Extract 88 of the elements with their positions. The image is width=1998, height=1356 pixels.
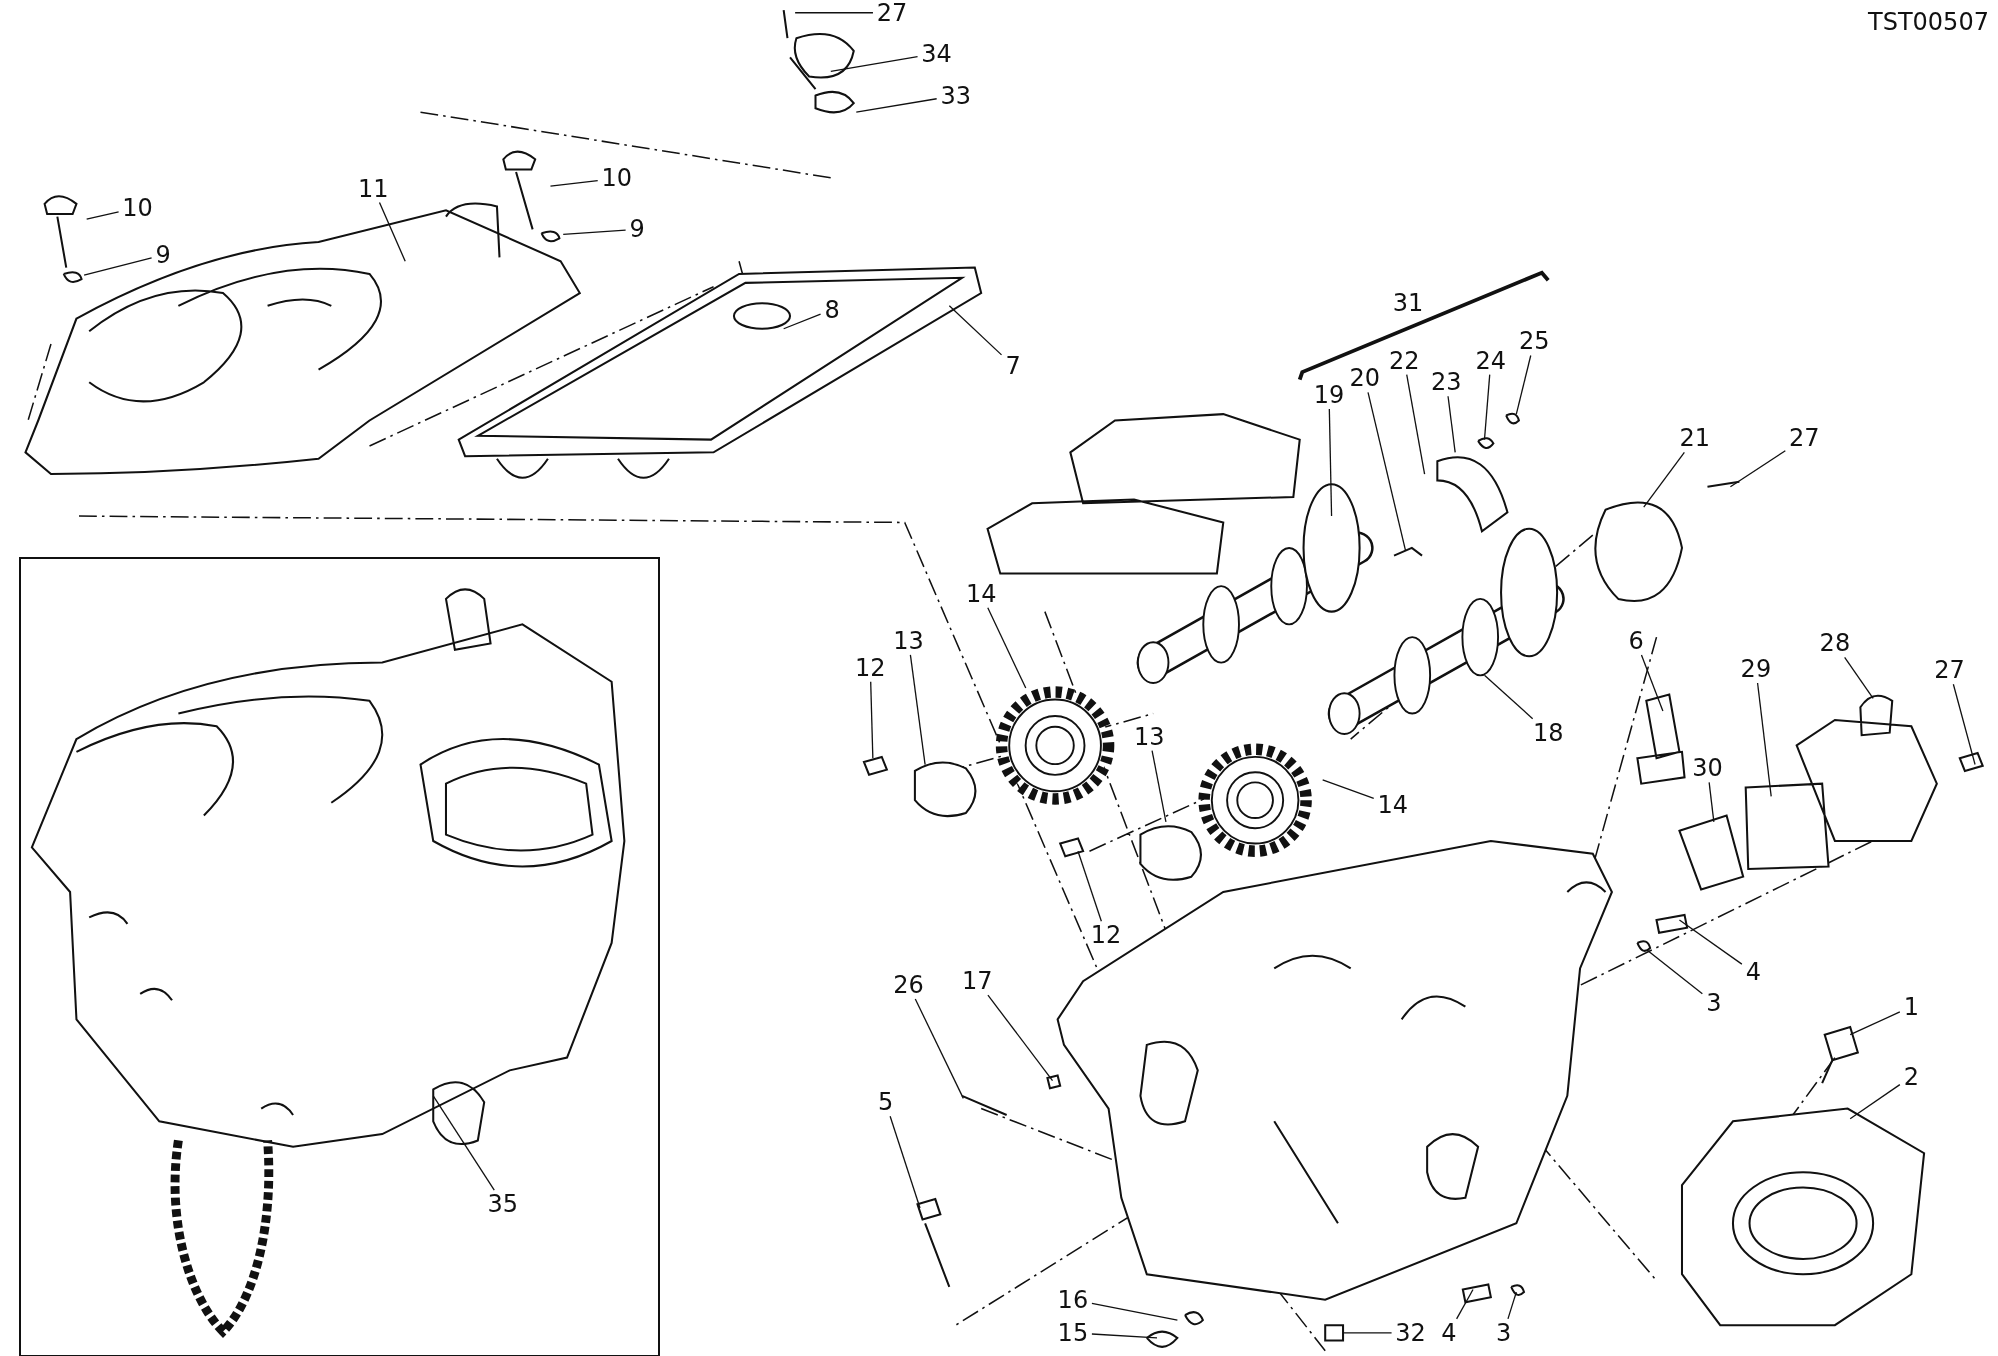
callout-number: 10 [597,164,636,193]
callout-number: 10 [118,193,157,222]
callout-number: 7 [1001,351,1025,380]
leader-line [1328,408,1333,517]
callout-number: 26 [889,970,928,999]
leader-line [1849,1011,1901,1036]
leader-line [783,313,822,330]
callout-number: 15 [1053,1318,1092,1347]
callout-number: 18 [1529,718,1568,747]
leader-line [1077,850,1102,922]
callout-number: 12 [851,653,890,682]
leader-line [432,1095,495,1191]
leader-line [1849,1084,1901,1120]
leader-line [914,998,964,1100]
callout-number: 2 [1899,1062,1923,1091]
leader-line [948,305,1003,356]
leader-line [1447,395,1456,453]
callout-number: 17 [958,967,997,996]
leader-line [83,257,153,276]
leader-line [1756,682,1772,798]
callout-number: 3 [1702,988,1726,1017]
callout-number: 8 [820,295,844,324]
leader-line [1456,1288,1474,1320]
leader-line [1483,373,1491,441]
drawing-code: TST00507 [1868,7,1989,36]
callout-number: 29 [1736,654,1775,683]
leader-line [1367,391,1407,552]
leader-line [549,179,599,187]
leader-line [987,607,1027,689]
callout-number: 4 [1741,958,1765,987]
callout-number: 9 [151,240,175,269]
leader-line [1515,354,1532,415]
callout-number: 5 [874,1088,898,1117]
callout-number: 11 [354,174,393,203]
leader-line [1708,781,1715,823]
callout-number: 6 [1624,626,1648,655]
leader-line [1342,1332,1393,1334]
leader-line [378,201,406,262]
leader-line [1640,654,1664,712]
leader-line [1151,749,1167,823]
callout-number: 31 [1392,289,1424,318]
leader-line [1678,919,1743,965]
leader-line [1646,949,1703,995]
callout-number: 27 [872,0,911,27]
callout-number: 3 [1492,1318,1516,1347]
callout-number: 21 [1675,424,1714,453]
leader-line [86,211,120,220]
leader-line [909,654,926,766]
leader-line [830,56,919,72]
callout-number: 12 [1087,921,1126,950]
callout-number: 33 [936,81,975,110]
leader-line [794,12,874,14]
leader-line [1091,1302,1179,1321]
callout-number: 27 [1930,656,1969,685]
callout-number: 16 [1053,1285,1092,1314]
callout-number: 1 [1899,992,1923,1021]
callout-number: 13 [889,626,928,655]
callout-number: 24 [1471,346,1510,375]
callout-number: 14 [962,579,1001,608]
leader-line [870,681,874,759]
callout-number: 28 [1815,629,1854,658]
leader-line [855,98,938,113]
leader-line [1952,683,1976,766]
callout-number: 25 [1515,327,1554,356]
leader-line [1483,674,1534,720]
callout-number: 35 [483,1189,522,1218]
callout-number: 23 [1427,368,1466,397]
leader-line [1322,779,1375,800]
leader-line [987,994,1054,1082]
callout-number: 30 [1688,754,1727,783]
callout-number: 13 [1130,722,1169,751]
callout-number: 34 [917,39,956,68]
callout-number: 27 [1785,424,1824,453]
callout-number: 32 [1391,1318,1430,1347]
callout-number: 19 [1310,381,1348,409]
leader-line [1507,1291,1517,1320]
callout-number: 4 [1437,1318,1461,1347]
leader-line [1844,656,1874,699]
leader-line [562,229,627,236]
leader-line [1729,450,1786,488]
callout-number: 14 [1373,791,1412,820]
leader-line [889,1115,921,1209]
callout-number: 9 [625,215,649,244]
callout-number: 22 [1385,346,1424,375]
leader-line [1406,373,1426,475]
leader-line [1091,1333,1158,1339]
leader-line [1643,451,1685,508]
callout-number: 20 [1345,364,1384,393]
